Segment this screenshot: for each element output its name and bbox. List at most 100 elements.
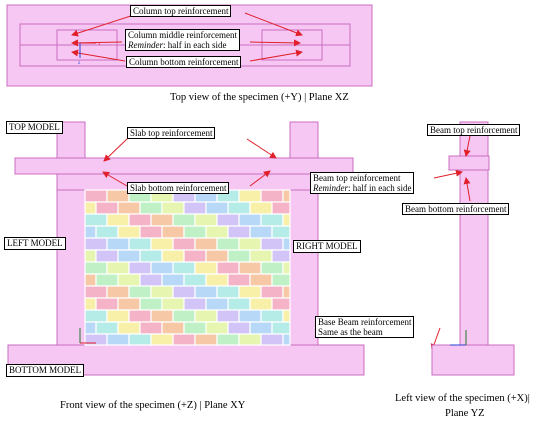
- masonry-brick: [117, 273, 141, 287]
- masonry-brick: [216, 285, 240, 299]
- arrow-slab-top-left: [103, 138, 128, 162]
- front-view-axes: [79, 328, 96, 344]
- slab: [14, 157, 354, 175]
- masonry-brick: [194, 309, 218, 323]
- arrow-col-bot-right: [249, 49, 303, 62]
- side-column: [459, 121, 489, 346]
- arrow-col-top-right: [244, 12, 303, 37]
- masonry-brick: [117, 201, 141, 215]
- masonry-brick: [271, 321, 291, 335]
- masonry-brick: [128, 333, 152, 346]
- masonry-brick: [172, 285, 196, 299]
- masonry-brick: [128, 309, 152, 323]
- masonry-brick: [282, 261, 291, 275]
- arrow-col-bot-left: [71, 49, 126, 62]
- masonry-brick: [260, 261, 284, 275]
- label-top-model: TOP MODEL: [6, 121, 63, 134]
- top-view-axes: x z: [78, 42, 101, 66]
- masonry-brick: [95, 273, 119, 287]
- masonry-brick: [106, 189, 130, 203]
- masonry-brick: [216, 261, 240, 275]
- label-column-middle-reinforcement: Column middle reinforcement Reminder: ha…: [125, 29, 240, 51]
- masonry-brick: [249, 273, 273, 287]
- masonry-brick: [84, 273, 97, 287]
- masonry-brick: [128, 237, 152, 251]
- label-right-model: RIGHT MODEL: [293, 240, 361, 253]
- masonry-brick: [161, 201, 185, 215]
- masonry-brick: [106, 285, 130, 299]
- masonry-brick: [150, 261, 174, 275]
- masonry-brick: [183, 201, 207, 215]
- masonry-brick: [95, 297, 119, 311]
- masonry-brick: [227, 321, 251, 335]
- masonry-brick: [84, 321, 97, 335]
- label-bottom-model: BOTTOM MODEL: [6, 364, 85, 377]
- masonry-brick: [238, 309, 262, 323]
- arrow-slab-top-right: [246, 138, 277, 159]
- side-view-axes: [450, 330, 467, 346]
- label-slab-bottom-reinforcement: Slab bottom reinforcement: [127, 182, 230, 194]
- masonry-brick: [260, 285, 284, 299]
- masonry-brick: [183, 273, 207, 287]
- masonry-brick: [249, 249, 273, 263]
- masonry-brick: [172, 333, 196, 346]
- masonry-brick: [84, 309, 108, 323]
- masonry-brick: [282, 309, 291, 323]
- masonry-brick: [271, 297, 291, 311]
- masonry-brick: [183, 249, 207, 263]
- masonry-brick: [139, 249, 163, 263]
- masonry-brick: [282, 333, 291, 346]
- masonry-brick: [249, 225, 273, 239]
- label-slab-top-reinforcement: Slab top reinforcement: [127, 127, 216, 139]
- masonry-brick: [150, 213, 174, 227]
- masonry-brick: [172, 237, 196, 251]
- masonry-brick: [282, 213, 291, 227]
- masonry-brick: [84, 249, 97, 263]
- masonry-brick: [194, 261, 218, 275]
- label-beam-bottom-reinforcement: Beam bottom reinforcement: [402, 203, 510, 215]
- masonry-brick: [84, 237, 108, 251]
- masonry-brick: [205, 273, 229, 287]
- masonry-brick: [205, 321, 229, 335]
- masonry-brick: [282, 237, 291, 251]
- caption-side-view-line2: Plane YZ: [445, 408, 485, 419]
- masonry-brick: [282, 285, 291, 299]
- masonry-brick: [227, 225, 251, 239]
- masonry-brick: [84, 225, 97, 239]
- masonry-brick: [238, 189, 262, 203]
- axis-x-label: x: [98, 42, 101, 47]
- arrow-col-mid-right: [249, 39, 301, 47]
- masonry-brick: [183, 225, 207, 239]
- masonry-brick: [205, 225, 229, 239]
- label-beam-top-reinforcement-reminder: Beam top reinforcement Reminder: half in…: [310, 172, 415, 194]
- masonry-brick: [161, 273, 185, 287]
- masonry-brick: [205, 249, 229, 263]
- label-column-middle-line2: Reminder: half in each side: [128, 40, 237, 50]
- label-beam-top-reinforcement: Beam top reinforcement: [427, 124, 521, 136]
- masonry-brick: [139, 201, 163, 215]
- masonry-brick: [249, 201, 273, 215]
- masonry-brick: [106, 309, 130, 323]
- caption-front-view: Front view of the specimen (+Z) | Plane …: [60, 400, 246, 411]
- masonry-brick: [117, 249, 141, 263]
- label-base-beam-line2: Same as the beam: [318, 327, 383, 337]
- masonry-brick: [271, 201, 291, 215]
- masonry-brick: [194, 333, 218, 346]
- masonry-brick: [194, 285, 218, 299]
- caption-top-view: Top view of the specimen (+Y) | Plane XZ: [170, 92, 349, 103]
- masonry-brick: [216, 237, 240, 251]
- masonry-brick: [260, 213, 284, 227]
- masonry-brick: [117, 321, 141, 335]
- side-view-drawing: [431, 121, 515, 376]
- masonry-brick: [106, 261, 130, 275]
- axis-z-label: z: [78, 61, 81, 66]
- arrow-beam-top: [463, 135, 471, 157]
- masonry-brick: [95, 201, 119, 215]
- masonry-brick: [260, 333, 284, 346]
- masonry-brick: [139, 297, 163, 311]
- masonry-brick: [139, 321, 163, 335]
- label-beam-top2-line2: Reminder: half in each side: [313, 183, 411, 193]
- column-left: [56, 121, 86, 346]
